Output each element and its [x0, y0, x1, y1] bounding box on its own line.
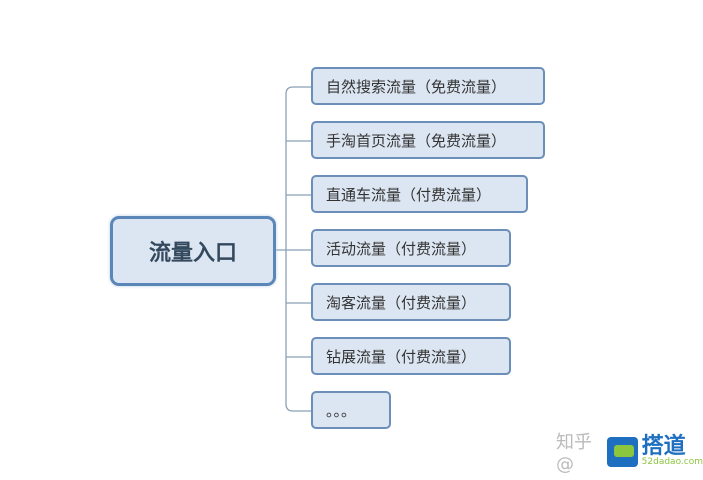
- child-node[interactable]: 活动流量（付费流量）: [311, 229, 511, 267]
- watermark-text: 知乎 @: [556, 432, 592, 475]
- child-node[interactable]: 钻展流量（付费流量）: [311, 337, 511, 375]
- child-node[interactable]: 手淘首页流量（免费流量）: [311, 121, 545, 159]
- child-node[interactable]: 。。。: [311, 391, 391, 429]
- child-node[interactable]: 自然搜索流量（免费流量）: [311, 67, 545, 105]
- logo-icon: [607, 436, 638, 467]
- watermark: 知乎 @ 搭道 52dadao.com: [556, 428, 703, 475]
- child-node[interactable]: 直通车流量（付费流量）: [311, 175, 528, 213]
- child-node[interactable]: 淘客流量（付费流量）: [311, 283, 511, 321]
- brand-name: 搭道: [641, 434, 686, 459]
- root-node[interactable]: 流量入口: [110, 216, 276, 286]
- brand-url: 52dadao.com: [641, 457, 703, 467]
